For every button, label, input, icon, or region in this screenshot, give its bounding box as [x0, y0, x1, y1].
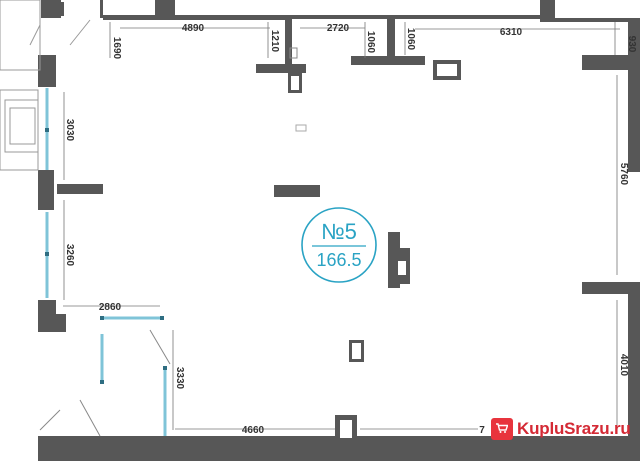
- dim-2720: 2720: [327, 23, 350, 34]
- dim-6310: 6310: [500, 27, 523, 38]
- unit-badge: №5 166.5: [301, 207, 377, 283]
- dim-7: 7: [479, 425, 485, 436]
- door-lines: [39, 329, 171, 437]
- dim-1060-b: 1060: [405, 28, 416, 51]
- unit-number: №5: [321, 219, 357, 244]
- dim-2860: 2860: [99, 302, 122, 313]
- left-annex: [0, 0, 91, 171]
- window-marks: [45, 128, 167, 384]
- dim-1210: 1210: [269, 30, 280, 53]
- dimension-lines: [63, 22, 620, 430]
- unit-area: 166.5: [316, 250, 361, 270]
- fixtures: [288, 47, 461, 440]
- dim-3260: 3260: [64, 244, 75, 267]
- watermark-cart-icon: [491, 418, 513, 440]
- dimension-labels: 1690 4890 1210 2720 1060 1060 6310 930 3…: [64, 23, 637, 436]
- dim-930: 930: [626, 36, 637, 53]
- dim-4010: 4010: [618, 354, 629, 377]
- dim-1690: 1690: [111, 37, 122, 60]
- dim-1060-a: 1060: [365, 31, 376, 54]
- dim-3330: 3330: [174, 367, 185, 390]
- walls: [38, 0, 640, 461]
- dim-3030: 3030: [64, 119, 75, 142]
- dim-4890: 4890: [182, 23, 205, 34]
- dim-4660: 4660: [242, 425, 265, 436]
- watermark-text: KupluSrazu.ru: [517, 419, 631, 438]
- dim-5760: 5760: [618, 163, 629, 186]
